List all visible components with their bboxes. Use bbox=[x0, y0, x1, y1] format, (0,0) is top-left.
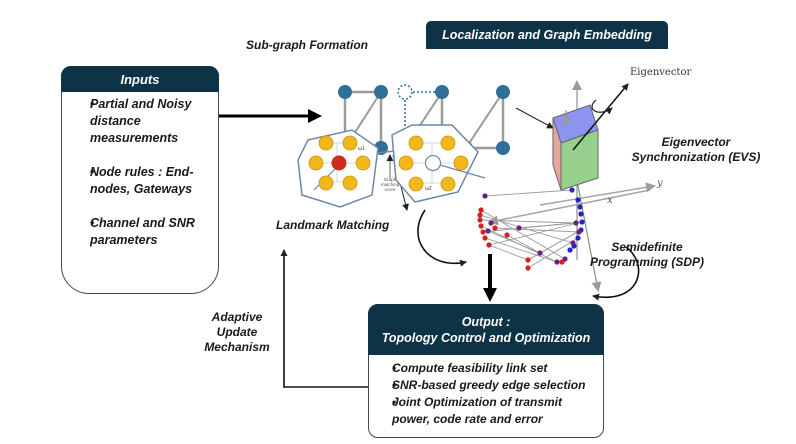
landmark-label: Landmark Matching bbox=[276, 218, 390, 232]
sdp-point bbox=[477, 217, 483, 223]
omega2-label: ω2 bbox=[425, 186, 432, 192]
rotation-icon bbox=[591, 99, 613, 115]
x-axis-label: x bbox=[607, 195, 613, 206]
sdp-point bbox=[477, 212, 483, 218]
output-item: Joint Optimization of transmit power, co… bbox=[376, 394, 602, 428]
graph-node bbox=[338, 85, 352, 99]
sdp-point bbox=[516, 225, 522, 231]
landmark-node-empty bbox=[424, 154, 442, 172]
subgraph-to-evs-arrow bbox=[515, 107, 554, 129]
sdp-point bbox=[492, 225, 498, 231]
evs-label-line1: Eigenvector bbox=[661, 135, 731, 149]
sdp-point bbox=[569, 187, 575, 193]
sdp-point bbox=[486, 242, 492, 248]
sdp-point bbox=[554, 259, 560, 265]
localization-header: Localization and Graph Embedding bbox=[426, 21, 668, 49]
landmark-node-red bbox=[331, 155, 347, 171]
sdp-point bbox=[576, 229, 582, 235]
sdp-edge bbox=[484, 237, 558, 263]
sdp-point bbox=[567, 247, 573, 253]
adaptive-update-arrow bbox=[280, 249, 370, 388]
eigenvector-axis-label: Eigenvector bbox=[630, 67, 692, 78]
sdp-point bbox=[559, 259, 565, 265]
graph-node bbox=[374, 85, 388, 99]
sdp-point bbox=[478, 207, 484, 213]
sdp-point bbox=[525, 257, 531, 263]
adaptive-update-label: Adaptive Update Mechanism bbox=[204, 310, 270, 354]
sdp-point bbox=[573, 220, 579, 226]
sdp-edge bbox=[487, 230, 541, 254]
sdp-label: Semidefinite Programming (SDP) bbox=[582, 240, 712, 270]
graph-node bbox=[496, 85, 510, 99]
sdp-edge bbox=[518, 222, 577, 229]
subgraph-label: Sub-graph Formation bbox=[246, 38, 368, 52]
sdp-point bbox=[579, 219, 585, 225]
output-title-line2: Topology Control and Optimization bbox=[381, 330, 591, 345]
inputs-item: Partial and Noisy distance measurements bbox=[74, 96, 214, 147]
sdp-point bbox=[488, 220, 494, 226]
sdp-point bbox=[478, 223, 484, 229]
sdp-edge bbox=[527, 237, 579, 269]
graph-matching-score-label: Graph matching score bbox=[380, 177, 400, 192]
sdp-edge bbox=[506, 234, 541, 254]
graph-node bbox=[435, 85, 449, 99]
sdp-edge bbox=[539, 229, 582, 254]
sdp-point bbox=[570, 240, 576, 246]
inputs-item: Channel and SNR parameters bbox=[74, 215, 214, 249]
sdp-point bbox=[578, 211, 584, 217]
evs-label: Eigenvector Synchronization (EVS) bbox=[616, 135, 776, 165]
graph-node bbox=[496, 141, 510, 155]
sdp-edge bbox=[488, 244, 529, 261]
sdp-point bbox=[482, 193, 488, 199]
inputs-title: Inputs bbox=[120, 71, 160, 87]
output-header: Output : Topology Control and Optimizati… bbox=[368, 304, 604, 355]
sdp-point bbox=[504, 232, 510, 238]
eigenvector-arrow bbox=[572, 83, 629, 151]
sdp-edge bbox=[488, 221, 583, 246]
sdp-point bbox=[485, 228, 491, 234]
landmark-graph-right bbox=[391, 124, 486, 203]
sdp-point bbox=[480, 229, 486, 235]
sdp-label-line2: Programming (SDP) bbox=[589, 255, 704, 269]
sdp-edge bbox=[479, 219, 577, 224]
sdp-point bbox=[577, 204, 583, 210]
sdp-point bbox=[575, 235, 581, 241]
inputs-item: Node rules : End-nodes, Gateways bbox=[74, 164, 214, 198]
sdp-edge bbox=[480, 209, 566, 260]
sdp-point bbox=[525, 265, 531, 271]
output-title-line1: Output : bbox=[461, 314, 511, 329]
sdp-point bbox=[482, 235, 488, 241]
evs-label-line2: Synchronization (EVS) bbox=[631, 150, 761, 164]
graph-node-missing bbox=[397, 84, 413, 100]
sdp-edge bbox=[479, 214, 574, 244]
sdp-point bbox=[537, 250, 543, 256]
output-item: SNR-based greedy edge selection bbox=[376, 377, 602, 394]
inputs-list: Partial and Noisy distance measurements … bbox=[74, 96, 214, 249]
curve-arrow-right bbox=[592, 246, 640, 301]
omega1-label: ω1 bbox=[358, 146, 365, 152]
output-list: Compute feasibility link set SNR-based g… bbox=[376, 360, 602, 428]
sdp-edge bbox=[484, 189, 573, 197]
sdp-plot bbox=[477, 187, 585, 271]
curve-arrow-left bbox=[417, 209, 467, 267]
inputs-header: Inputs bbox=[61, 66, 219, 92]
sdp-point bbox=[575, 197, 581, 203]
sdp-label-line1: Semidefinite bbox=[611, 240, 683, 254]
landmark-graph-left bbox=[297, 129, 379, 208]
sdp-edge bbox=[494, 227, 580, 233]
y-axis-label: y bbox=[657, 178, 663, 189]
output-item: Compute feasibility link set bbox=[376, 360, 602, 377]
localization-title: Localization and Graph Embedding bbox=[442, 28, 652, 42]
